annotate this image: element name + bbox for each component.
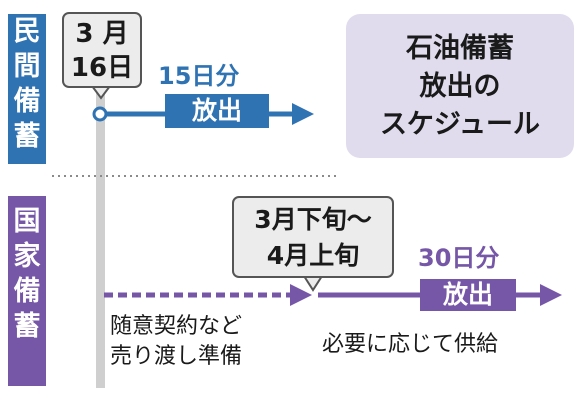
title-line: スケジュール bbox=[379, 109, 541, 140]
date-line: 4月上旬 bbox=[266, 241, 360, 270]
supply-caption: 必要に応じて供給 bbox=[322, 332, 499, 357]
private-reserve-char: 民 bbox=[13, 16, 41, 47]
start-marker bbox=[92, 106, 108, 122]
date-line: 3 月 bbox=[75, 19, 129, 49]
timeline-axis bbox=[96, 92, 105, 388]
date-line: 3月下旬～ bbox=[254, 205, 372, 234]
national-reserve-char: 蓄 bbox=[13, 311, 41, 342]
private-release-arrow-head bbox=[292, 103, 314, 125]
private-reserve-char: 間 bbox=[13, 51, 41, 82]
national-reserve-char: 家 bbox=[13, 241, 41, 272]
title-line: 放出の bbox=[419, 71, 501, 102]
national-release-arrow-head bbox=[540, 284, 562, 306]
caption-line: 随意契約など bbox=[110, 314, 243, 339]
prep-caption: 随意契約など 売り渡し準備 bbox=[110, 312, 242, 372]
private-reserve-char: 備 bbox=[13, 86, 41, 117]
callout-pointer bbox=[302, 275, 324, 292]
title-line: 石油備蓄 bbox=[406, 33, 514, 64]
national-reserve-label: 国 家 備 蓄 bbox=[8, 196, 46, 386]
national-reserve-char: 備 bbox=[13, 276, 41, 307]
diagram-title: 石油備蓄 放出の スケジュール bbox=[346, 14, 574, 158]
private-duration-label: 15日分 bbox=[158, 62, 240, 90]
national-duration-label: 30日分 bbox=[418, 244, 500, 272]
caption-line: 売り渡し準備 bbox=[110, 344, 243, 369]
date-callout-mar16: 3 月 16日 bbox=[62, 12, 142, 88]
date-line: 16日 bbox=[70, 53, 134, 83]
prep-arrow-head bbox=[290, 284, 312, 306]
private-reserve-label: 民 間 備 蓄 bbox=[8, 14, 46, 164]
national-release-label: 放出 bbox=[420, 279, 516, 311]
national-reserve-char: 国 bbox=[13, 206, 41, 237]
private-reserve-char: 蓄 bbox=[13, 121, 41, 152]
date-callout-late-march: 3月下旬～ 4月上旬 bbox=[232, 196, 394, 278]
private-release-label: 放出 bbox=[165, 94, 269, 128]
